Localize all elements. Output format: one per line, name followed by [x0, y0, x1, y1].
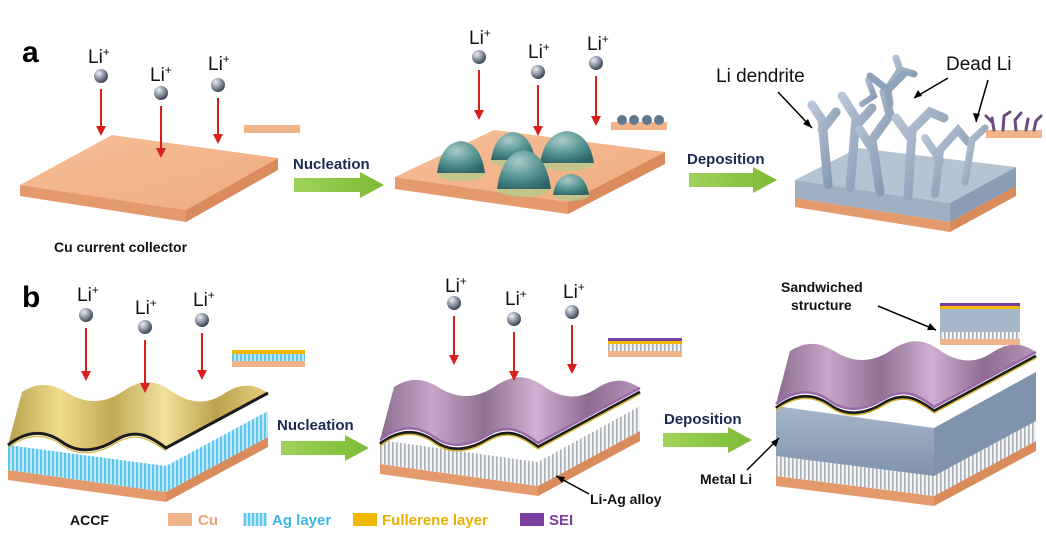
- label-sandwiched: Sandwiched: [781, 279, 863, 295]
- li-nuclei-domes: [437, 131, 594, 201]
- legend-item-cu: Cu: [168, 512, 218, 529]
- li-ion: Li+: [88, 45, 110, 136]
- leader-arrowhead: [927, 323, 936, 330]
- legend-item-fullerene: Fullerene layer: [353, 512, 488, 529]
- li-ion: Li+: [528, 40, 550, 136]
- ion-group-a1: Li+ Li+ Li+: [88, 45, 230, 158]
- label-metal-li: Metal Li: [700, 471, 752, 487]
- sandwich-block: [775, 341, 1037, 506]
- accf-block: [7, 382, 269, 502]
- li-ion: Li+: [505, 287, 527, 381]
- step-label-deposition-b: Deposition: [664, 411, 742, 428]
- alloy-block: [379, 377, 641, 496]
- li-ion: Li+: [563, 280, 585, 374]
- sandwich-inset: [940, 303, 1020, 345]
- leader-sandwich: [877, 305, 937, 331]
- svg-text:Li+: Li+: [88, 45, 110, 68]
- li-ion: Li+: [135, 296, 157, 393]
- legend-item-ag: Ag layer: [243, 512, 331, 529]
- legend-label-ag: Ag layer: [272, 512, 331, 529]
- li-ion: Li+: [208, 52, 230, 144]
- fullerene-wavy-surface: [8, 382, 268, 450]
- leader-arrowhead: [973, 113, 980, 122]
- legend-label-cu: Cu: [198, 512, 218, 529]
- svg-text:Li+: Li+: [563, 280, 585, 303]
- label-li-ag-alloy: Li-Ag alloy: [590, 491, 662, 507]
- ion-group-a2: Li+ Li+ Li+: [469, 26, 609, 136]
- svg-text:Li+: Li+: [150, 63, 172, 86]
- li-ion: Li+: [445, 274, 467, 365]
- legend-label-sei: SEI: [549, 512, 573, 529]
- legend-label-fullerene: Fullerene layer: [382, 512, 488, 529]
- alloy-inset: [608, 338, 682, 357]
- leader-arrowhead: [914, 90, 922, 98]
- caption-accf: ACCF: [70, 512, 109, 528]
- li-dendrite-floating: [866, 70, 908, 108]
- dead-li-inset: [984, 110, 1043, 138]
- arrow-nucleation-b: [281, 435, 369, 461]
- ion-group-b2: Li+ Li+ Li+: [445, 274, 585, 381]
- arrow-nucleation-a: [294, 172, 384, 198]
- svg-text:Li+: Li+: [445, 274, 467, 297]
- svg-text:Li+: Li+: [208, 52, 230, 75]
- panel-label-a: a: [22, 36, 39, 69]
- ion-group-b1: Li+ Li+ Li+: [77, 283, 215, 393]
- li-ion: Li+: [193, 288, 215, 380]
- cu-substrate-a1: [20, 135, 278, 222]
- li-ion: Li+: [469, 26, 491, 120]
- svg-text:Li+: Li+: [528, 40, 550, 63]
- caption-cu-current-collector: Cu current collector: [54, 239, 188, 255]
- arrow-deposition-b: [663, 427, 752, 453]
- leader-arrowhead: [803, 119, 812, 128]
- step-label-nucleation-b: Nucleation: [277, 417, 354, 434]
- label-li-dendrite: Li dendrite: [716, 66, 805, 87]
- legend-item-sei: SEI: [520, 512, 573, 529]
- arrow-deposition-a: [689, 167, 777, 193]
- svg-text:Li+: Li+: [77, 283, 99, 306]
- label-structure: structure: [791, 297, 852, 313]
- accf-inset: [232, 350, 305, 367]
- label-dead-li: Dead Li: [946, 54, 1012, 75]
- li-ion: Li+: [587, 32, 609, 126]
- svg-text:Li+: Li+: [505, 287, 527, 310]
- cu-inset-strip: [244, 125, 300, 133]
- legend: Cu Ag layer Fullerene layer SEI: [168, 512, 573, 529]
- svg-text:Li+: Li+: [587, 32, 609, 55]
- step-label-nucleation-a: Nucleation: [293, 156, 370, 173]
- panel-label-b: b: [22, 281, 40, 314]
- leader-arrowhead: [771, 438, 779, 447]
- svg-text:Li+: Li+: [135, 296, 157, 319]
- nuclei-inset: [611, 115, 667, 130]
- leader-arrowhead: [556, 476, 565, 483]
- li-ion: Li+: [150, 63, 172, 158]
- li-dendrites: [807, 54, 989, 201]
- svg-text:Li+: Li+: [193, 288, 215, 311]
- step-label-deposition-a: Deposition: [687, 151, 765, 168]
- li-ion: Li+: [77, 283, 99, 381]
- svg-text:Li+: Li+: [469, 26, 491, 49]
